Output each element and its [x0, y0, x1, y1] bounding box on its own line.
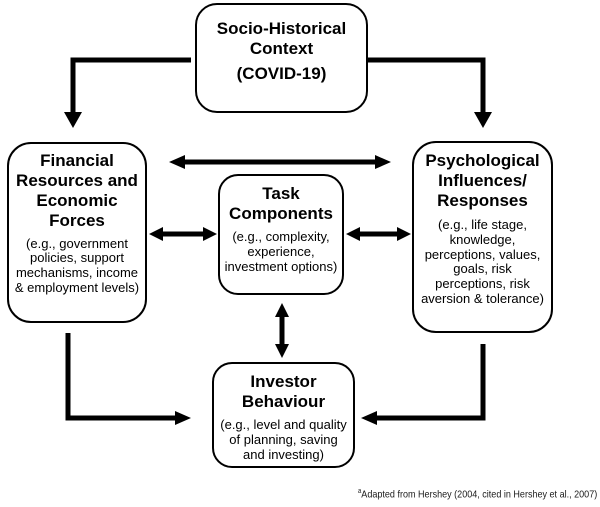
- socio-subtitle: (COVID-19): [236, 63, 327, 83]
- psychological-detail: (e.g., life stage, knowledge, perception…: [421, 216, 544, 307]
- arrow-socio-to-psychological: [368, 57, 492, 128]
- investor-title: Investor Behaviour: [241, 372, 326, 411]
- socio-title: Socio-Historical Context: [216, 19, 347, 58]
- arrow-financial-psychological-two-way: [169, 155, 391, 169]
- box-investor-behaviour: Investor Behaviour (e.g., level and qual…: [212, 362, 355, 468]
- arrow-psychological-to-investor: [361, 344, 486, 425]
- task-detail: (e.g., complexity, experience, investmen…: [224, 228, 338, 274]
- arrow-task-psychological-two-way: [346, 227, 411, 241]
- arrow-financial-task-two-way: [149, 227, 217, 241]
- investor-detail: (e.g., level and quality of planning, sa…: [220, 416, 347, 462]
- box-financial-resources: Financial Resources and Economic Forces …: [7, 142, 147, 323]
- arrow-task-investor-two-way: [275, 303, 289, 358]
- financial-detail: (e.g., government policies, support mech…: [14, 235, 140, 296]
- footnote-text: Adapted from Hershey (2004, cited in Her…: [361, 488, 597, 501]
- arrow-financial-to-investor: [65, 333, 191, 425]
- arrow-socio-to-financial: [64, 57, 191, 128]
- footnote-marker: a: [357, 488, 362, 495]
- task-title: Task Components: [229, 184, 333, 223]
- financial-title: Financial Resources and Economic Forces: [16, 151, 138, 230]
- box-task-components: Task Components (e.g., complexity, exper…: [218, 174, 344, 295]
- footnote: aAdapted from Hershey (2004, cited in He…: [358, 488, 597, 500]
- box-psychological-influences: Psychological Influences/ Responses (e.g…: [412, 141, 553, 333]
- box-socio-historical-context: Socio-Historical Context (COVID-19): [195, 3, 368, 113]
- psychological-title: Psychological Influences/ Responses: [425, 151, 540, 210]
